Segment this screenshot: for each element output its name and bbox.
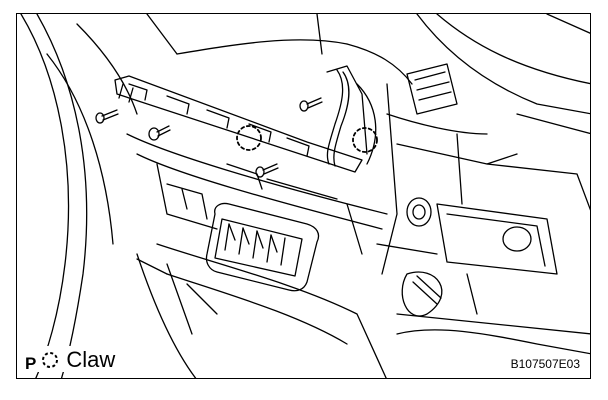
illustration-frame: P Claw B107507E03 [16,13,591,379]
legend-prefix: P [25,354,37,373]
center-panel [126,83,398,378]
wire [326,65,377,167]
air-vent [205,202,320,292]
right-components [376,63,590,355]
bolt-icon [255,163,279,178]
left-panel-outline [20,14,197,378]
legend-label: Claw [66,347,116,372]
upper-dashboard-outline [176,14,590,115]
harness-bracket [114,75,363,173]
bolt-icon [95,109,119,124]
bolt-icon-group [95,97,323,178]
dashed-circle-claw-icon [42,352,59,368]
instrument-panel-illustration [20,14,590,378]
figure-code: B107507E03 [508,357,582,371]
bolt-icon [299,97,323,112]
claw-marker-left [236,125,262,151]
claw-markers [236,125,378,153]
legend: P Claw [23,346,120,373]
bolt-icon [148,125,171,141]
claw-marker-right [352,127,378,153]
